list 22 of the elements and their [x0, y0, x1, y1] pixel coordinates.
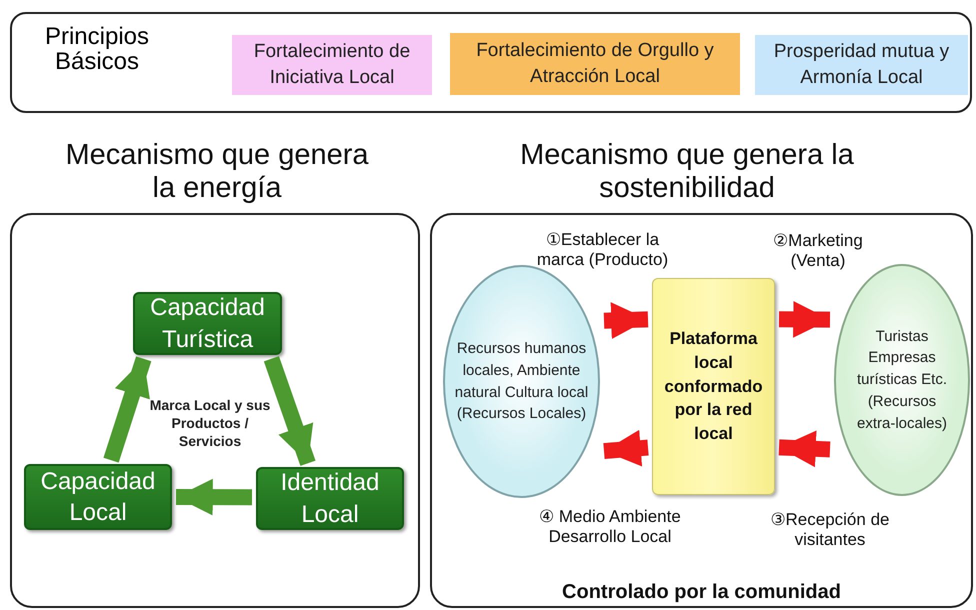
principles-heading: Principios Básicos	[44, 24, 150, 74]
block-arrow	[603, 430, 649, 466]
principle-box: Fortalecimiento de Iniciativa Local	[232, 35, 432, 95]
capacity-box: Identidad Local	[256, 467, 404, 530]
capacity-box: Capacidad Local	[24, 464, 172, 530]
platform-box: Plataforma local conformado por la red local	[652, 278, 775, 495]
block-arrow	[264, 356, 316, 466]
block-arrow	[176, 478, 252, 516]
edge-label: ④ Medio Ambiente Desarrollo Local	[538, 507, 682, 548]
capacity-box: Capacidad Turística	[133, 292, 282, 355]
block-arrow	[604, 302, 648, 339]
principles-panel	[10, 12, 972, 113]
block-arrow	[103, 356, 152, 463]
block-arrow	[778, 430, 830, 468]
footer-note: Controlado por la comunidad	[561, 581, 842, 604]
edge-label: ③Recepción de visitantes	[770, 510, 890, 551]
section-heading: Mecanismo que genera la sostenibilidad	[519, 139, 855, 206]
principle-box: Fortalecimiento de Orgullo y Atracción Local	[450, 33, 740, 95]
principle-box: Prosperidad mutua y Armonía Local	[755, 35, 968, 95]
block-arrow	[778, 300, 830, 338]
section-heading: Mecanismo que genera la energía	[64, 139, 370, 206]
center-note: Marca Local y sus Productos / Servicios	[148, 396, 272, 451]
